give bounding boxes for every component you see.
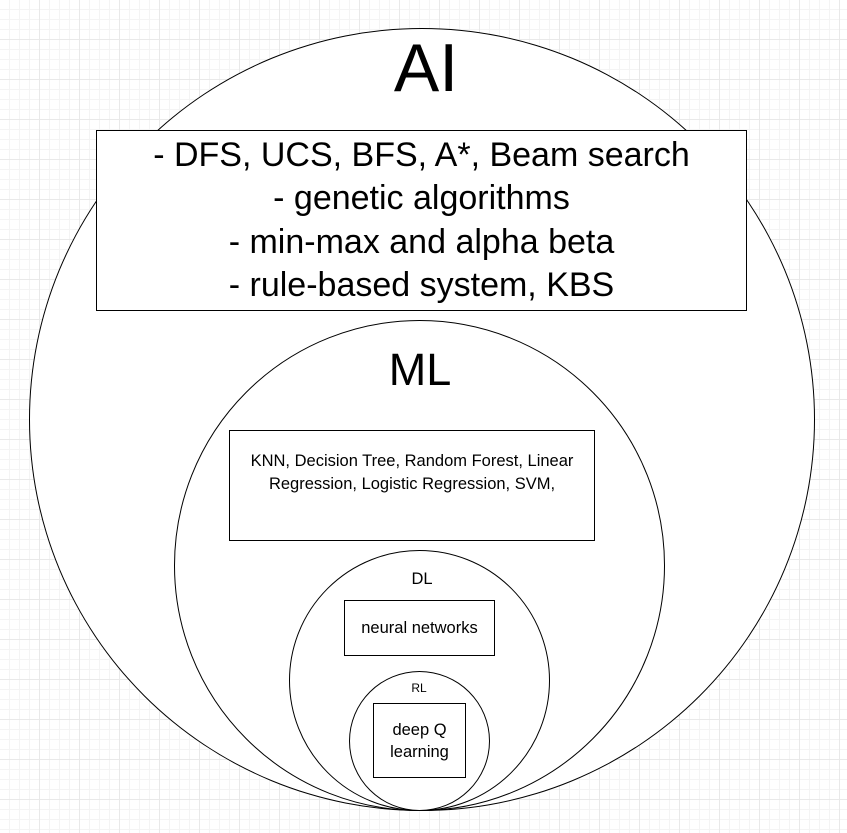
ml-title: ML [388, 344, 452, 395]
ml-technique-line: KNN, Decision Tree, Random Forest, Linea… [250, 452, 574, 470]
dl-techniques-box[interactable]: neural networks [344, 600, 495, 656]
dl-technique-item: neural networks [361, 619, 478, 637]
ml-technique-line: Regression, Logistic Regression, SVM, [268, 474, 556, 493]
rl-technique-line: learning [390, 742, 449, 761]
ai-technique-item: - DFS, UCS, BFS, A*, Beam search [153, 135, 690, 174]
rl-techniques-box[interactable]: deep Q learning [373, 703, 466, 778]
ai-technique-item: - min-max and alpha beta [228, 222, 615, 261]
ai-technique-item: - genetic algorithms [273, 179, 570, 217]
ai-technique-item: - rule-based system, KBS [228, 266, 615, 304]
rl-technique-line: deep Q [392, 720, 447, 739]
ml-techniques-box[interactable]: KNN, Decision Tree, Random Forest, Linea… [229, 430, 595, 541]
ai-title: AI [393, 30, 459, 106]
ai-techniques-box[interactable]: - DFS, UCS, BFS, A*, Beam search - genet… [96, 130, 747, 311]
dl-title: DL [411, 570, 433, 588]
rl-title: RL [411, 681, 427, 695]
